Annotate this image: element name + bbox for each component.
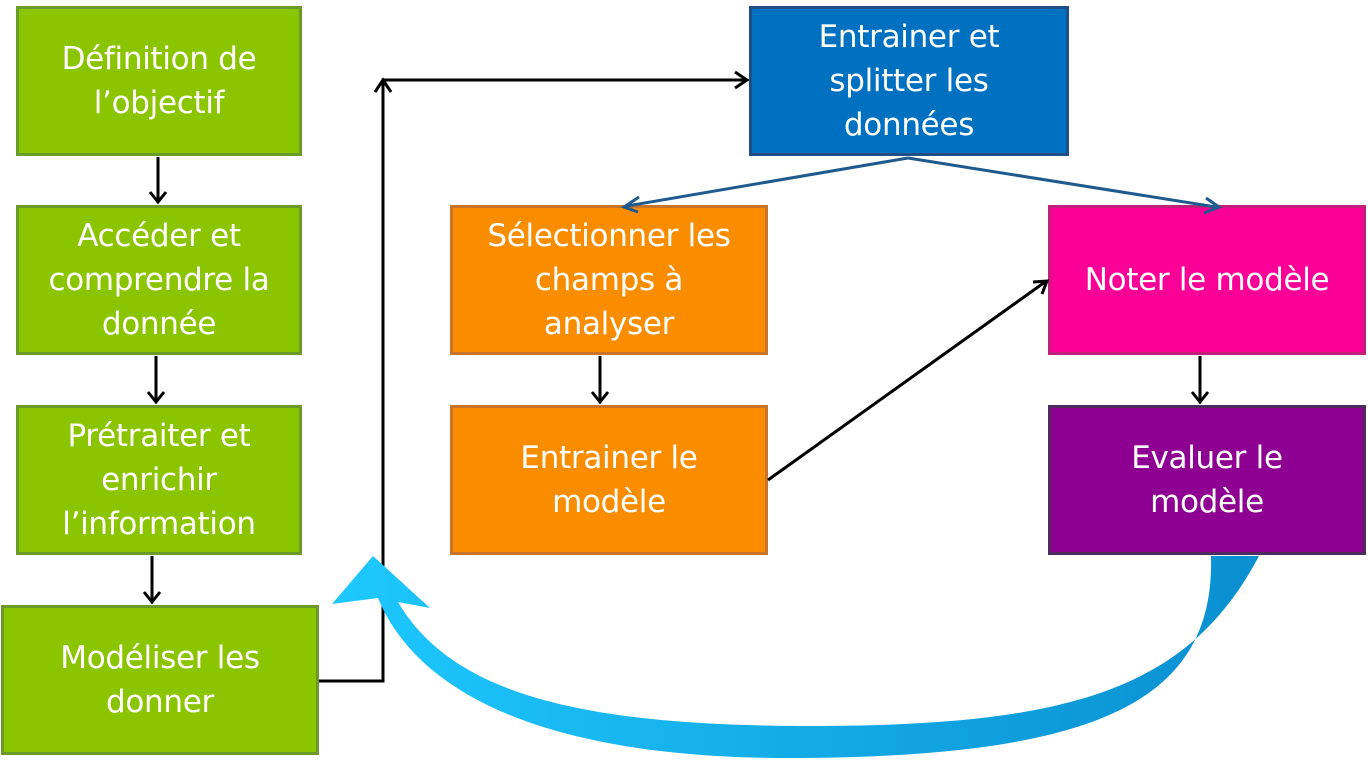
arrow-selectionner-to-entrainer	[590, 356, 610, 405]
cycle-arrow	[332, 556, 1259, 759]
step-selectionner-champs: Sélectionner les champs à analyser	[450, 205, 768, 355]
arrow-modeliser-to-splitter	[319, 70, 750, 683]
step-evaluer-label: Evaluer le modèle	[1131, 440, 1283, 520]
arrow-pretraiter-to-modeliser	[142, 556, 162, 605]
arrow-splitter-to-noter	[907, 156, 1223, 215]
step-noter-label: Noter le modèle	[1084, 262, 1330, 298]
step-entrainer-splitter: Entrainer et splitter les données	[749, 6, 1069, 156]
step-definition-label: Définition de l’objectif	[61, 41, 257, 121]
arrow-noter-to-evaluer	[1190, 356, 1210, 405]
step-pretraiter-enrichir: Prétraiter et enrichir l’information	[16, 405, 302, 555]
step-acceder-label: Accéder et comprendre la donnée	[48, 218, 270, 342]
arrow-definition-to-acceder	[148, 157, 168, 205]
step-selectionner-label: Sélectionner les champs à analyser	[487, 218, 731, 342]
arrow-splitter-to-selectionner	[620, 156, 909, 214]
step-entrainer-modele: Entrainer le modèle	[450, 405, 768, 555]
step-definition-objectif: Définition de l’objectif	[16, 6, 302, 156]
arrow-entrainer-to-noter	[767, 279, 1050, 482]
step-noter-modele: Noter le modèle	[1048, 205, 1366, 355]
step-pretraiter-label: Prétraiter et enrichir l’information	[62, 418, 256, 542]
step-entrainer-modele-label: Entrainer le modèle	[520, 440, 698, 520]
step-entrainer-splitter-label: Entrainer et splitter les données	[818, 19, 1000, 143]
step-modeliser-label: Modéliser les donner	[60, 640, 260, 720]
step-acceder-comprendre: Accéder et comprendre la donnée	[16, 205, 302, 355]
step-evaluer-modele: Evaluer le modèle	[1048, 405, 1366, 555]
arrow-acceder-to-pretraiter	[146, 356, 166, 405]
step-modeliser: Modéliser les donner	[1, 605, 319, 755]
